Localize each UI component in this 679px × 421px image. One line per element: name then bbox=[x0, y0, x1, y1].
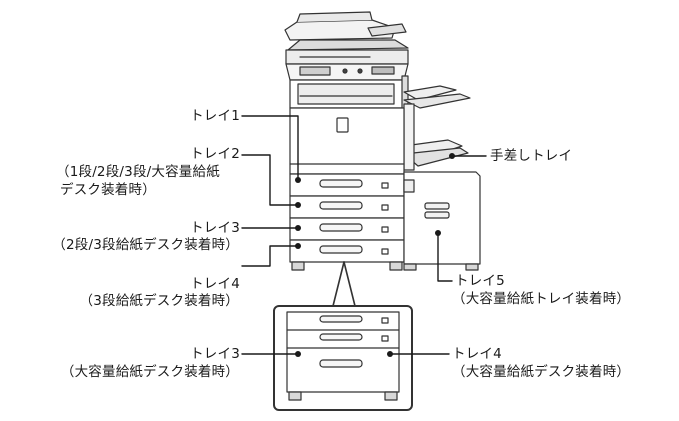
leader-dots bbox=[295, 153, 455, 357]
label-tray1: トレイ1 bbox=[190, 108, 240, 124]
label-tray4-hc: トレイ4 bbox=[452, 346, 502, 362]
label-tray3-note: （2段/3段給紙デスク装着時） bbox=[52, 237, 239, 253]
control-panel bbox=[285, 63, 409, 81]
label-tray4: トレイ4 bbox=[190, 276, 240, 292]
finisher-trays bbox=[403, 85, 471, 171]
cassette-stack bbox=[289, 173, 405, 271]
output-tray-area bbox=[289, 75, 409, 127]
leader-lines bbox=[241, 115, 487, 355]
label-tray2-note-line1: （1段/2段/3段/大容量給紙 bbox=[56, 164, 220, 180]
main-body bbox=[289, 107, 405, 175]
label-tray3-hc-note: （大容量給紙デスク装着時） bbox=[60, 364, 239, 380]
label-tray5-note: （大容量給紙トレイ装着時） bbox=[452, 291, 631, 307]
label-tray4-note: （3段給紙デスク装着時） bbox=[79, 293, 239, 309]
label-tray3-hc: トレイ3 bbox=[190, 346, 240, 362]
hc-desk-callout bbox=[273, 261, 413, 411]
label-tray2-note-line2: デスク装着時） bbox=[60, 182, 156, 198]
label-tray5: トレイ5 bbox=[455, 273, 505, 289]
label-tray2: トレイ2 bbox=[190, 146, 240, 162]
label-tray3: トレイ3 bbox=[190, 220, 240, 236]
label-tray4-hc-note: （大容量給紙デスク装着時） bbox=[452, 364, 631, 380]
document-feeder bbox=[284, 11, 409, 65]
label-bypass-tray: 手差しトレイ bbox=[490, 148, 573, 164]
large-capacity-tray bbox=[403, 171, 481, 271]
